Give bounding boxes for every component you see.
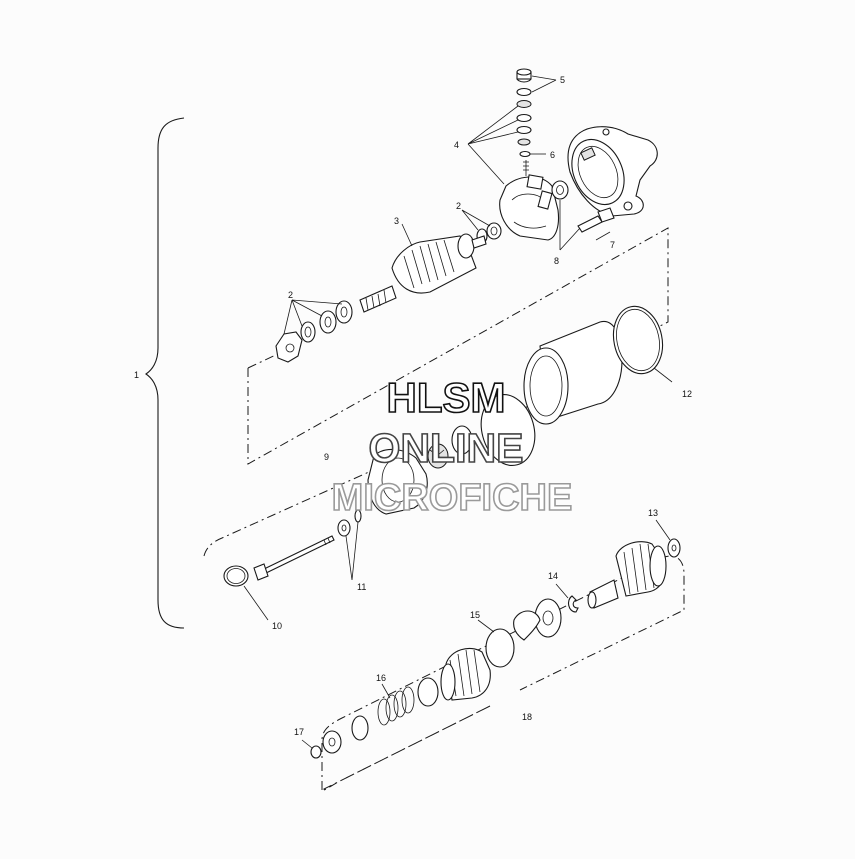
retaining-ring — [567, 595, 579, 613]
assembly-brace — [145, 117, 185, 629]
terminal-hardware-stack — [516, 68, 532, 176]
pinion-clutch-assembly — [587, 538, 681, 609]
callout-9: 9 — [324, 452, 329, 462]
callout-12: 12 — [682, 389, 692, 399]
callout-17: 17 — [294, 727, 304, 737]
o-ring-yoke — [480, 394, 536, 466]
stop-collar — [322, 730, 342, 754]
phantom-outline-upper — [247, 227, 669, 465]
callout-15: 15 — [470, 610, 480, 620]
reduction-gear-housing — [367, 425, 473, 515]
leader-lines — [243, 75, 673, 749]
callout-4: 4 — [454, 140, 459, 150]
end-nut — [310, 745, 322, 759]
snap-ring — [485, 628, 515, 668]
thrust-washer-hole — [542, 610, 554, 626]
brush-holder-plate — [499, 174, 560, 241]
callout-3: 3 — [394, 216, 399, 226]
thru-bolt-short — [577, 207, 615, 233]
c-clip — [513, 610, 541, 641]
callout-16: 16 — [376, 673, 386, 683]
stop-collar-hole — [328, 737, 336, 747]
pinion-spring — [377, 686, 415, 726]
watermark-line-3: MICROFICHE — [332, 477, 573, 519]
watermark-line-2: ONLINE — [369, 425, 524, 471]
field-yoke — [523, 305, 664, 425]
callout-5: 5 — [560, 75, 565, 85]
o-ring — [223, 565, 249, 587]
spring-washer — [351, 715, 369, 741]
callout-18: 18 — [522, 712, 532, 722]
overrunning-clutch — [440, 647, 491, 701]
callout-1: 1 — [134, 370, 139, 380]
callout-2-lower: 2 — [288, 290, 293, 300]
armature — [359, 233, 487, 313]
drive-end-housing — [567, 126, 658, 217]
callout-2-upper: 2 — [456, 201, 461, 211]
pinion-sleeve — [417, 677, 439, 707]
callout-6: 6 — [550, 150, 555, 160]
callout-7: 7 — [610, 240, 615, 250]
callout-10: 10 — [272, 621, 282, 631]
o-ring-inner — [226, 568, 246, 584]
watermark-line-1: HLSM — [387, 374, 506, 421]
callout-11: 11 — [357, 582, 366, 592]
thru-bolt-long — [253, 535, 335, 581]
bushing — [551, 180, 569, 200]
thrust-washers-lower — [275, 300, 353, 363]
callout-13: 13 — [648, 508, 658, 518]
callout-8: 8 — [554, 256, 559, 266]
bolt-washers — [337, 509, 362, 537]
callout-14: 14 — [548, 571, 558, 581]
